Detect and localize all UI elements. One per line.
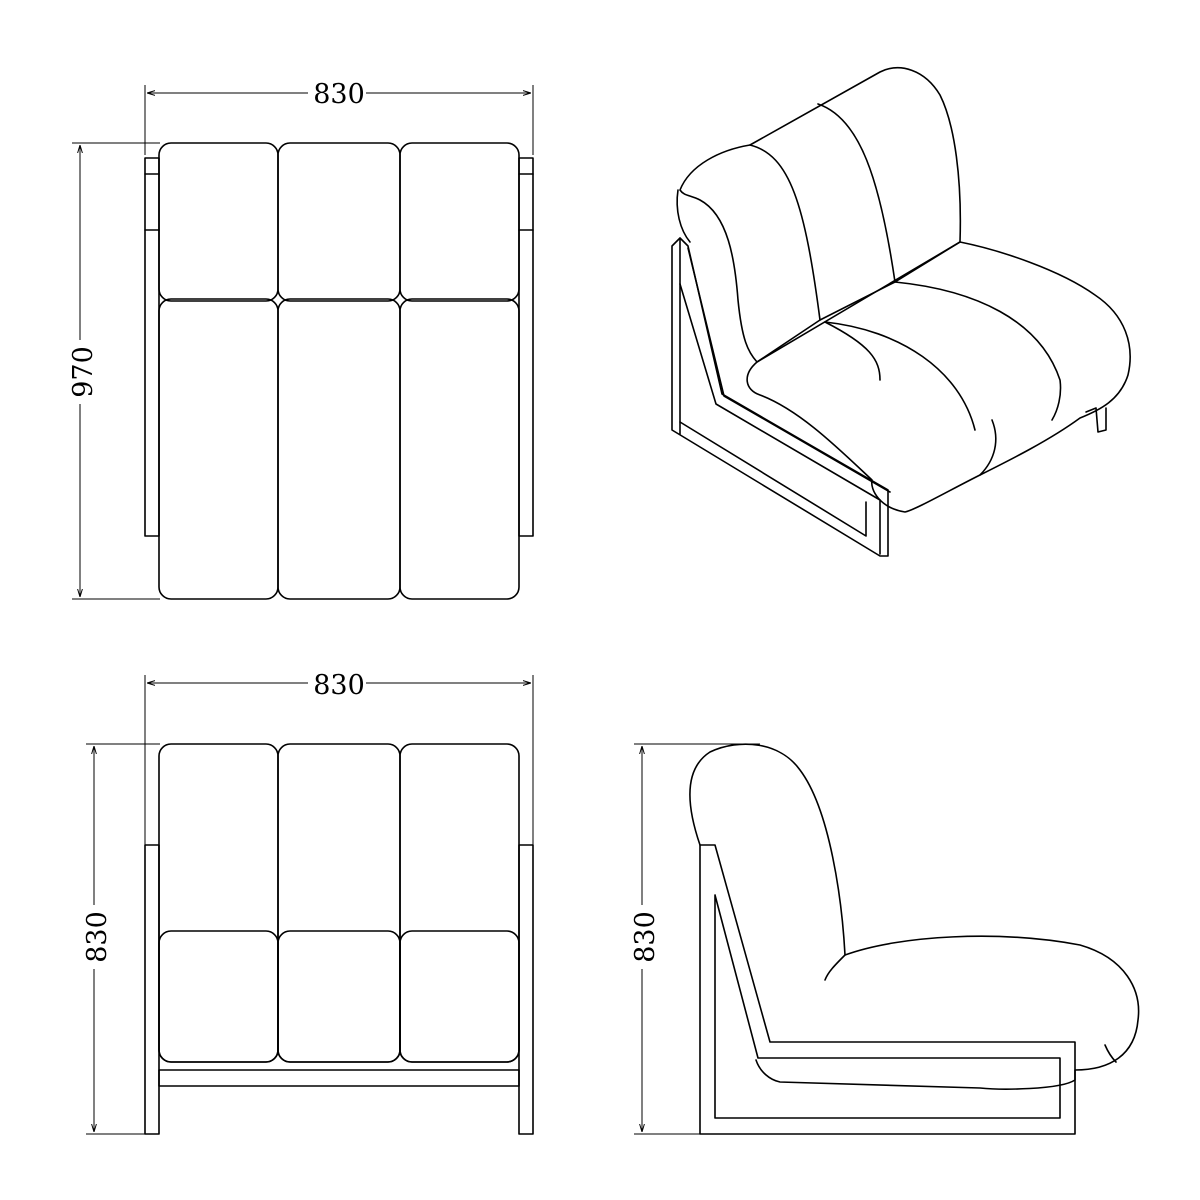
side-cushion-profile — [689, 743, 1140, 1090]
top-depth-label: 970 — [68, 346, 99, 398]
back-cushion-left — [158, 142, 279, 302]
front-width-label: 830 — [313, 670, 365, 701]
seat-cushion-center — [277, 298, 401, 600]
seat-cushion-right — [399, 298, 520, 600]
top-width-label: 830 — [313, 79, 365, 110]
back-cushion-right — [399, 142, 520, 302]
front-view: 830 830 — [80, 668, 534, 1135]
back-cushion-center — [277, 142, 401, 302]
top-view: 830 970 — [66, 78, 534, 600]
top-width-dimension: 830 — [144, 78, 534, 155]
perspective-view — [671, 67, 1131, 557]
front-seat-cushion-center — [277, 930, 401, 1063]
front-seat-cushion-left — [158, 930, 279, 1063]
front-back-cushion-center — [277, 743, 401, 1063]
side-frame — [671, 237, 889, 557]
side-view: 830 — [628, 743, 1140, 1135]
top-depth-dimension: 970 — [66, 142, 160, 600]
side-height-label: 830 — [630, 911, 661, 963]
seat-cushion-outline — [746, 241, 1131, 513]
right-frame-rail — [518, 157, 534, 537]
seat-cushion-left — [158, 298, 279, 600]
front-right-leg — [518, 844, 534, 1135]
side-frame-profile — [699, 844, 1076, 1135]
front-seat-cushion-right — [399, 930, 520, 1063]
front-height-dimension: 830 — [80, 743, 160, 1135]
front-rail — [158, 1069, 520, 1087]
left-frame-rail — [144, 157, 160, 537]
front-height-label: 830 — [82, 911, 113, 963]
front-width-dimension: 830 — [144, 668, 534, 845]
front-back-cushion-right — [399, 743, 520, 1063]
front-left-leg — [144, 844, 160, 1135]
side-height-dimension: 830 — [628, 743, 760, 1135]
front-back-cushion-left — [158, 743, 279, 1063]
